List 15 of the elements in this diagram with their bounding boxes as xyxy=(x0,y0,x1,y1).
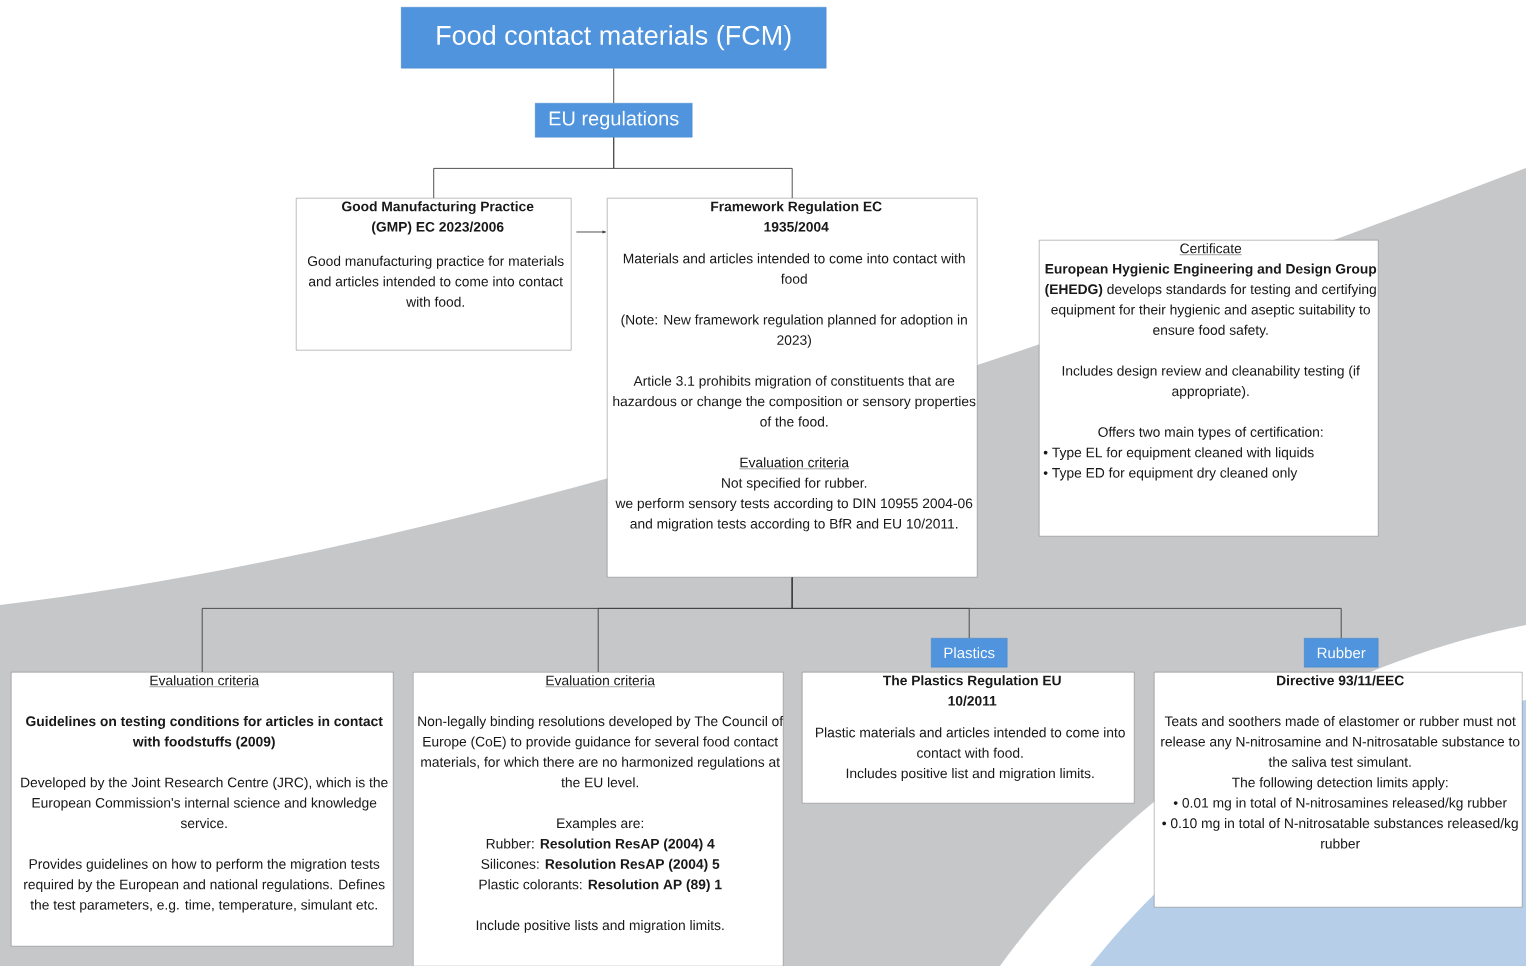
arrow xyxy=(575,230,607,234)
text-box: Good Manufacturing Practice (GMP) EC 2023/2006 Good manufacturing practice for materials and articles intended to come into contact with food. xyxy=(296,198,572,351)
connector-line xyxy=(791,576,1342,639)
text-box: Framework Regulation EC 1935/2004 Materials and articles intended to come into contact with food (Note: New framework regulation planned for adoption in 2023) Article 3.1 prohibits migration of constituents that are hazardous or change the composition or sensory properties of the food. Evaluation criteria Not specified for rubber. we perform sensory tests according to DIN 10955 2004-06 and migration tests according to BfR and EU 10/2011. xyxy=(607,198,978,578)
text-box: Directive 93/11/EEC Teats and soothers made of elastomer or rubber must not release any N-nitrosamine and N-nitrosatable substance to the saliva test simulant. The following detection limits apply: • 0.01 mg in total of N-nitrosamines released/kg rubber • 0.10 mg in total of N-nitrosatable substances released/kg rubber xyxy=(1154,672,1523,908)
text-box: Evaluation criteria Non-legally binding resolutions developed by The Council of Europe (CoE) to provide guidance for several food contact materials, for which there are no harmonized regulations at the EU level. Examples are: Rubber: Resolution ResAP (2004) 4 Silicones: Resolution ResAP (2004) 5 Plastic colorants: Resolution AP (89) 1 Include positive lists and migration limits. xyxy=(413,672,784,966)
text-box: Certificate European Hygienic Engineering and Design Group (EHEDG) develops standards for testing and certifying equipment for their hygienic and aseptic suitability to ensure food safety. Includes design review and cleanability testing (if appropriate). Offers two main types of certification: • Type EL for equipment cleaned with liquids • Type ED for equipment dry cleaned only xyxy=(1039,240,1379,537)
text-box: Evaluation criteria Guidelines on testing conditions for articles in contact with foodstuffs (2009) Developed by the Joint Research Centre (JRC), which is the European Commission's internal science and knowledge service. Provides guidelines on how to perform the migration tests required by the European and national regulations. Defines the test parameters, e.g. time, temperature, simulant etc. xyxy=(11,672,394,947)
tag-box: Plastics xyxy=(931,638,1008,668)
connector-line xyxy=(613,67,615,104)
tag-box: Rubber xyxy=(1304,638,1379,668)
text-box: The Plastics Regulation EU 10/2011 Plastic materials and articles intended to come into contact with food. Includes positive list and migration limits. xyxy=(802,672,1135,804)
title-box: Food contact materials (FCM) xyxy=(401,7,827,69)
connector-line xyxy=(613,136,793,199)
tag-box: EU regulations xyxy=(535,103,693,138)
